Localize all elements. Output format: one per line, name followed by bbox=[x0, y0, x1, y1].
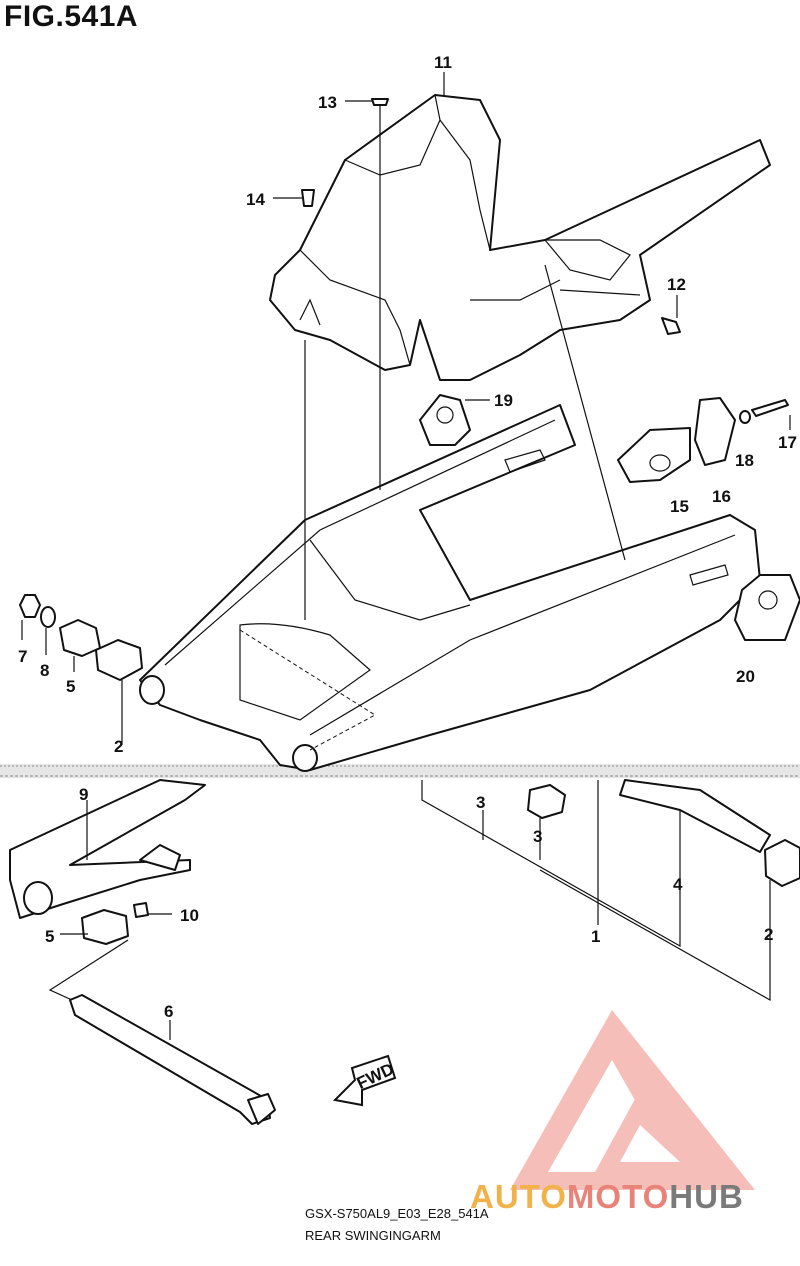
adjuster-plate-16 bbox=[694, 397, 736, 466]
fwd-arrow-icon: FWD bbox=[332, 1054, 397, 1107]
callout-20: 20 bbox=[736, 667, 755, 686]
diagram-name: REAR SWINGINGARM bbox=[305, 1228, 441, 1243]
brand-watermark: AUTOMOTOHUB bbox=[470, 1178, 744, 1216]
callout-17: 17 bbox=[778, 433, 797, 452]
callout-11: 11 bbox=[434, 53, 452, 72]
brand-part-auto: AUTO bbox=[470, 1178, 567, 1215]
callout-5b: 5 bbox=[45, 927, 54, 946]
pivot-parts-left bbox=[19, 594, 143, 681]
callout-13: 13 bbox=[318, 93, 337, 112]
callout-2: 2 bbox=[114, 737, 123, 756]
bushing-5 bbox=[81, 909, 129, 945]
callout-1: 1 bbox=[591, 927, 600, 946]
callout-14: 14 bbox=[246, 190, 265, 209]
chain-guide-9 bbox=[9, 779, 206, 919]
bushing-3 bbox=[527, 784, 566, 819]
callout-4: 4 bbox=[673, 875, 683, 894]
callout-10: 10 bbox=[180, 906, 199, 925]
brand-part-moto: MOTO bbox=[566, 1178, 670, 1215]
callout-7: 7 bbox=[18, 647, 27, 666]
leader-lines bbox=[21, 72, 791, 1040]
bracket-20 bbox=[734, 574, 800, 641]
callout-9: 9 bbox=[79, 785, 88, 804]
callout-6: 6 bbox=[164, 1002, 173, 1021]
callout-labels: 11 13 14 12 19 17 16 18 15 20 7 8 5 2 9 … bbox=[18, 53, 797, 1021]
callout-5: 5 bbox=[66, 677, 75, 696]
callout-15: 15 bbox=[670, 497, 689, 516]
brand-part-hub: HUB bbox=[669, 1178, 744, 1215]
bearing-2 bbox=[764, 839, 800, 887]
logo-triangle-icon bbox=[510, 1010, 755, 1190]
callout-18: 18 bbox=[735, 451, 754, 470]
callout-16: 16 bbox=[712, 487, 731, 506]
rear-fender bbox=[269, 94, 771, 381]
callout-12: 12 bbox=[667, 275, 686, 294]
figure-title: FIG.541A bbox=[4, 0, 139, 33]
swingarm bbox=[139, 404, 761, 772]
caption: GSX-S750AL9_E03_E28_541A REAR SWINGINGAR… bbox=[305, 1203, 489, 1247]
section-break bbox=[0, 764, 800, 778]
callout-3b: 3 bbox=[533, 827, 542, 846]
callout-8: 8 bbox=[40, 661, 49, 680]
callout-3a: 3 bbox=[476, 793, 485, 812]
callout-2b: 2 bbox=[764, 925, 773, 944]
chain-adjuster-15 bbox=[617, 427, 691, 483]
callout-19: 19 bbox=[494, 391, 513, 410]
spacer-4 bbox=[619, 779, 771, 853]
model-code: GSX-S750AL9_E03_E28_541A bbox=[305, 1206, 489, 1221]
bracket-19 bbox=[419, 394, 471, 446]
